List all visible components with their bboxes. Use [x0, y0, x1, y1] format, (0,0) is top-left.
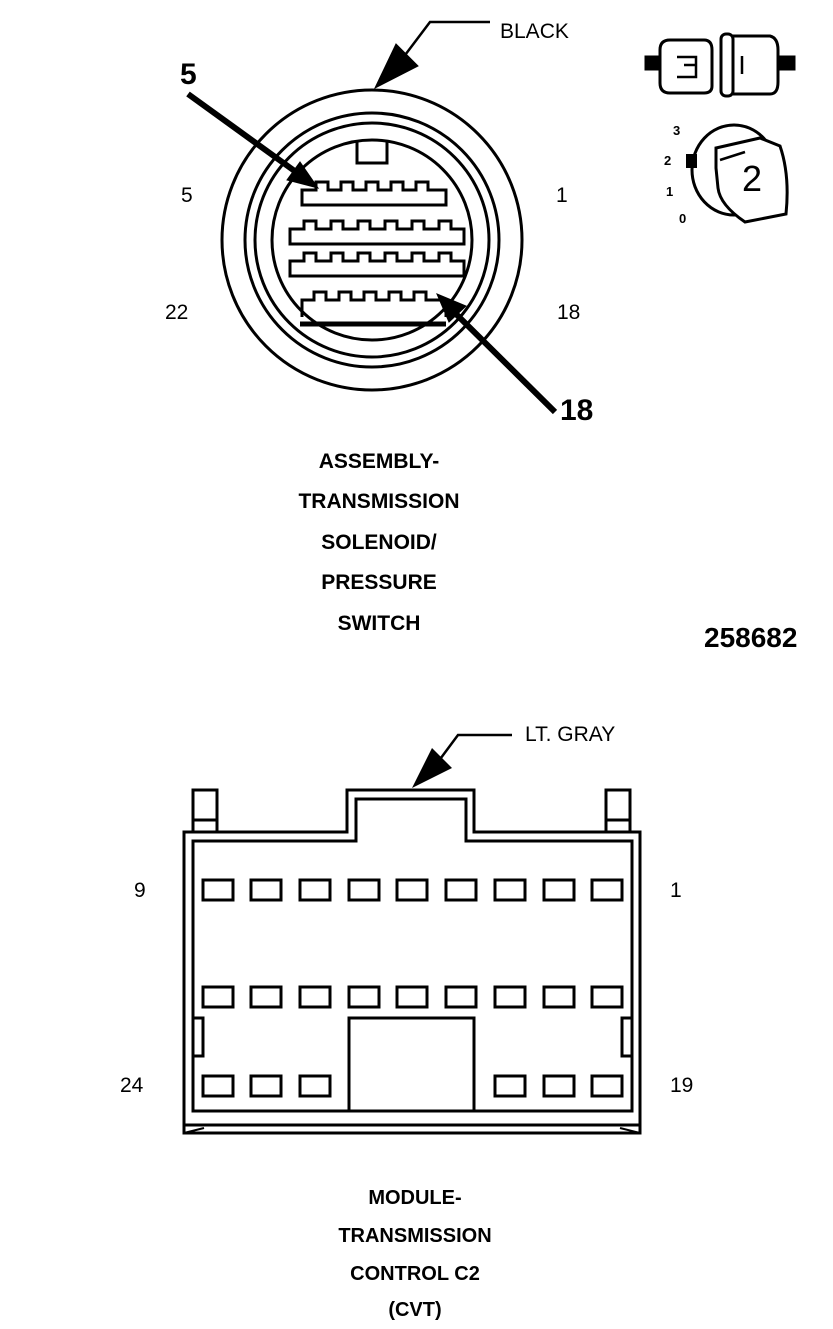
figure-number: 258682 — [704, 622, 798, 653]
pin-label-22: 22 — [165, 301, 189, 324]
callout-18-label: 18 — [560, 394, 594, 427]
black-arrow-head — [373, 43, 419, 90]
rect-connector-shell — [182, 733, 642, 1135]
position-label-0: 0 — [679, 211, 687, 226]
pin-label-5: 5 — [181, 184, 193, 207]
lt-gray-color-label: LT. GRAY — [525, 723, 616, 746]
connector2-title-line-1: MODULE- — [368, 1187, 462, 1209]
callout-18-arrow-head — [436, 293, 467, 323]
terminal-cavities — [201, 878, 624, 1098]
connector1-title-line-2: TRANSMISSION — [298, 490, 460, 513]
connector2-title-line-4: (CVT) — [388, 1299, 442, 1321]
connector2-title-line-2: TRANSMISSION — [338, 1225, 492, 1247]
receptacle-body-icon — [733, 34, 780, 96]
index-mark-icon — [686, 154, 697, 168]
pin-label-9: 9 — [134, 879, 146, 902]
round-connector-shell — [220, 88, 524, 392]
terminal-row-2 — [288, 219, 466, 246]
callout-5-line — [186, 91, 298, 175]
key-shape-icon — [714, 136, 789, 224]
connector-key-notch — [355, 140, 389, 165]
pin-label-1b: 1 — [670, 879, 682, 902]
connector1-title-line-1: ASSEMBLY- — [318, 450, 440, 473]
position-label-3: 3 — [673, 123, 681, 138]
terminal-row-4 — [300, 290, 448, 317]
callout-18-line — [450, 308, 558, 415]
plug-body-icon — [658, 38, 714, 95]
selected-position-label: 2 — [742, 158, 763, 199]
pin-label-18: 18 — [557, 301, 581, 324]
pin-label-1: 1 — [556, 184, 568, 207]
callout-5-label: 5 — [180, 58, 197, 91]
callout-5-arrow-head — [286, 161, 320, 189]
connector2-title-line-3: CONTROL C2 — [350, 1263, 480, 1285]
black-color-label: BLACK — [500, 20, 569, 43]
position-label-2: 2 — [664, 153, 672, 168]
connector1-title-line-3: SOLENOID/ — [321, 531, 437, 554]
terminal-row-1 — [300, 180, 448, 207]
connector1-title-line-4: PRESSURE — [321, 571, 437, 594]
gray-arrow-head — [412, 748, 452, 788]
plug-ring-icon — [719, 32, 735, 98]
connector1-title-line-5: SWITCH — [337, 612, 421, 635]
pin-label-24: 24 — [120, 1074, 144, 1097]
terminal-row-3 — [288, 251, 466, 278]
position-label-1: 1 — [666, 184, 674, 199]
pin-label-19: 19 — [670, 1074, 694, 1097]
view-indicator — [644, 32, 796, 224]
